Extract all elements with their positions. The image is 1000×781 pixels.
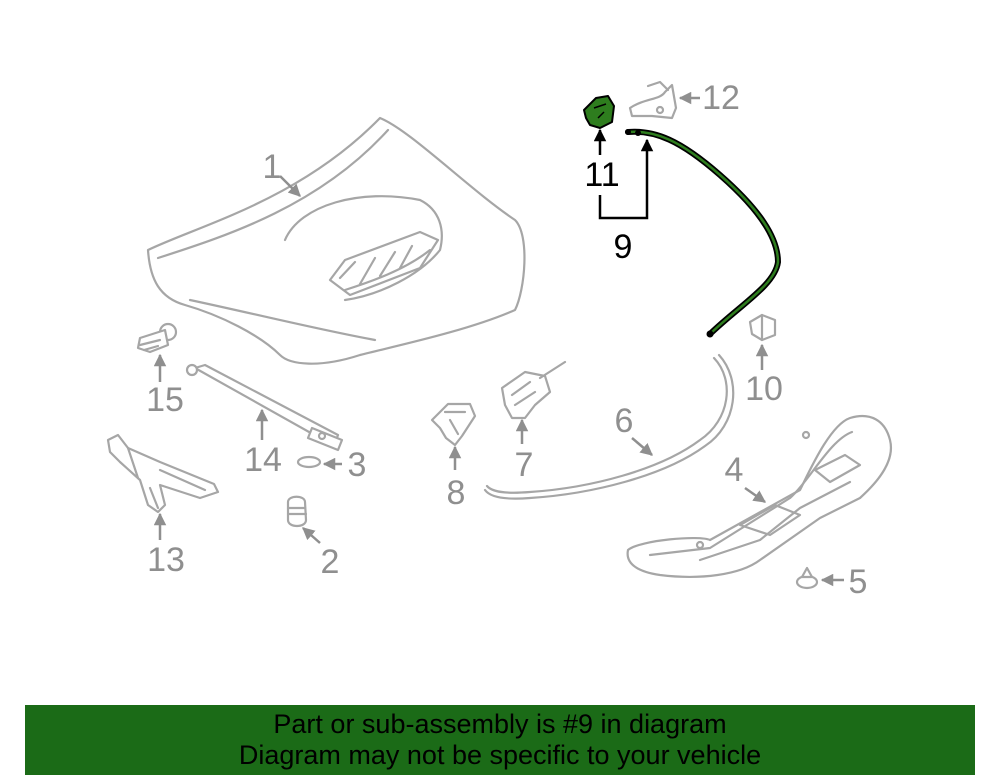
callout-11: 11 — [584, 156, 619, 194]
callout-12: 12 — [702, 79, 740, 117]
info-banner: Part or sub-assembly is #9 in diagram Di… — [25, 705, 975, 775]
cable-bracket-part — [628, 80, 678, 120]
insulator-clip-part — [795, 566, 819, 590]
callout-8: 8 — [447, 474, 466, 512]
ring-clip-part — [296, 455, 322, 469]
hood-latch-part — [500, 360, 567, 420]
callout-5: 5 — [849, 563, 868, 601]
release-handle-part — [748, 313, 777, 342]
bumper-stop-part — [286, 495, 308, 528]
callout-4: 4 — [725, 451, 744, 489]
callout-3: 3 — [348, 446, 367, 484]
callout-15: 15 — [146, 381, 184, 419]
hood-seal-part — [483, 353, 735, 500]
callout-1: 1 — [263, 148, 282, 186]
callout-7: 7 — [515, 446, 534, 484]
callout-2: 2 — [321, 543, 340, 581]
callout-13: 13 — [147, 541, 185, 579]
callout-6: 6 — [615, 402, 634, 440]
banner-line-2: Diagram may not be specific to your vehi… — [238, 740, 762, 770]
callout-10: 10 — [745, 370, 783, 408]
callout-14: 14 — [244, 441, 282, 479]
hood-part — [146, 116, 526, 365]
cable-clip-part — [583, 95, 615, 129]
hood-hinge-part — [106, 433, 220, 514]
hood-insulator-part — [626, 414, 893, 578]
hood-release-cable-part — [625, 128, 782, 338]
hood-bumper-stud-part — [136, 322, 178, 354]
leader-lines — [153, 91, 844, 587]
callout-numbers: 1 2 3 4 5 6 7 8 9 10 11 12 13 14 15 — [146, 79, 867, 601]
hood-strut-part — [185, 363, 344, 452]
callout-9: 9 — [614, 228, 633, 266]
striker-bracket-part — [430, 402, 477, 447]
banner-line-1: Part or sub-assembly is #9 in diagram — [273, 709, 727, 739]
